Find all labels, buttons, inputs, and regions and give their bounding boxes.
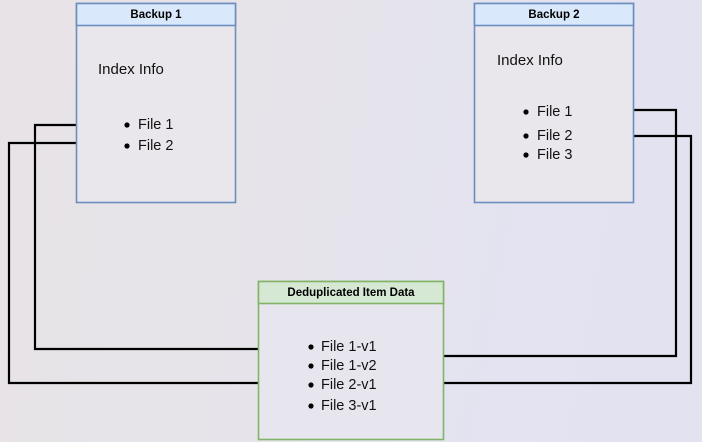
dedup-box[interactable]: Deduplicated Item Data File 1-v1 File 1-…: [257, 280, 445, 441]
backup2-box[interactable]: Backup 2 Index Info File 1 File 2 File 3: [473, 2, 635, 204]
dedup-item-file-1-v1: File 1-v1: [321, 339, 377, 355]
backup1-header: [75, 2, 237, 27]
backup2-bullet-1: [523, 133, 529, 139]
backup1-item-file-1: File 1: [138, 117, 173, 133]
connector-backup2-file1-to-file1v2: [393, 108, 678, 358]
dedup-bullet-1: [308, 363, 314, 369]
backup2-title: Backup 2: [528, 9, 579, 21]
connector-backup2-file2-to-file2v1: [393, 134, 693, 385]
backup2-item-file-2: File 2: [537, 128, 572, 144]
connector-backup1-file2-to-file2v1: [7, 141, 296, 385]
dedup-header: [257, 280, 445, 305]
backup2-header: [473, 2, 635, 27]
dedup-bullet-3: [308, 403, 314, 409]
backup1-item-file-2: File 2: [138, 138, 173, 154]
backup1-body: [75, 2, 237, 204]
dedup-body: [257, 280, 445, 441]
dedup-bullet-2: [308, 382, 314, 388]
backup2-item-file-3: File 3: [537, 147, 572, 163]
backup2-item-file-1: File 1: [537, 104, 572, 120]
backup2-bullet-0: [523, 109, 529, 115]
dedup-title: Deduplicated Item Data: [287, 287, 415, 299]
backup1-index-info-label: Index Info: [98, 61, 164, 78]
backup1-bullet-0: [124, 122, 130, 128]
backup2-bullet-2: [523, 152, 529, 158]
dedup-item-file-1-v2: File 1-v2: [321, 358, 377, 374]
dedup-bullet-0: [308, 344, 314, 350]
backup2-body: [473, 2, 635, 204]
backup2-index-info-label: Index Info: [497, 52, 563, 69]
dedup-item-file-3-v1: File 3-v1: [321, 398, 377, 414]
backup1-box[interactable]: Backup 1 Index Info File 1 File 2: [75, 2, 237, 204]
dedup-item-file-2-v1: File 2-v1: [321, 377, 377, 393]
backup1-bullet-1: [124, 143, 130, 149]
backup1-title: Backup 1: [130, 9, 182, 21]
